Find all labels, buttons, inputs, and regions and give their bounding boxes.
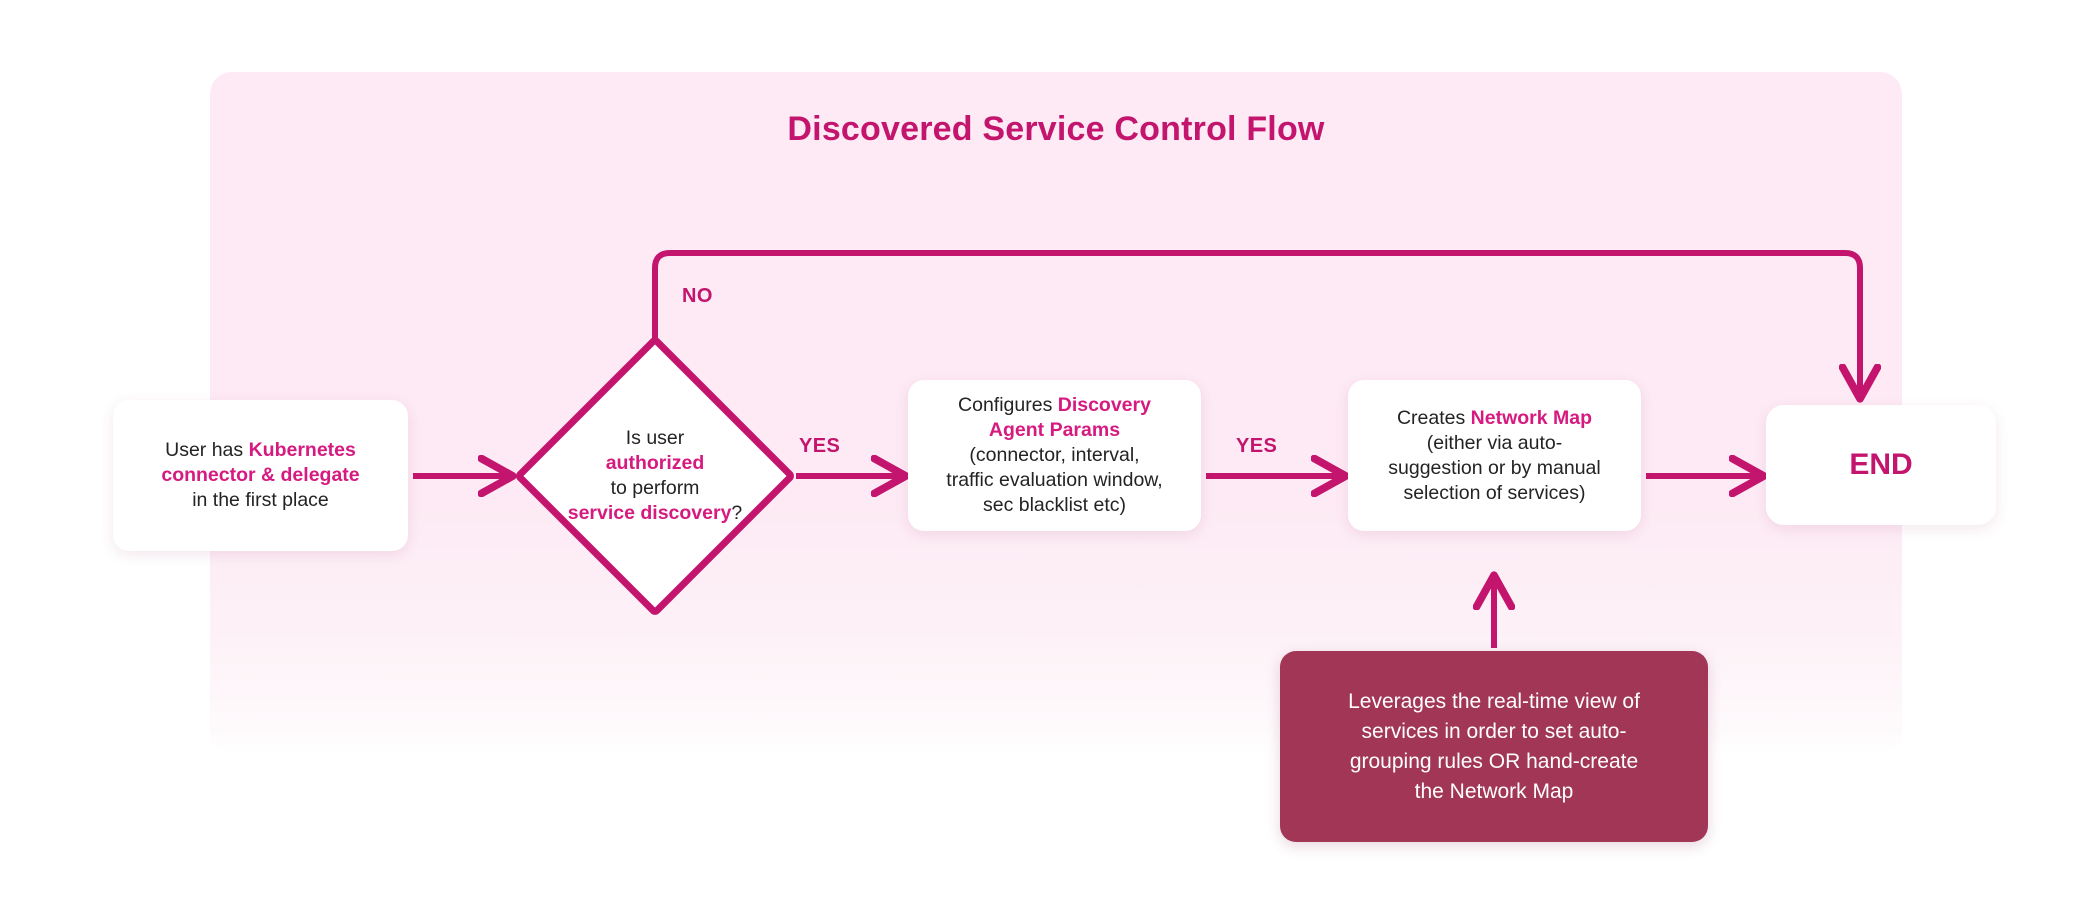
edge-label-yes-params: YES bbox=[1236, 435, 1278, 457]
edge-label-no: NO bbox=[682, 285, 713, 307]
node-end[interactable]: END bbox=[1766, 405, 1996, 525]
page-title: Discovered Service Control Flow bbox=[787, 110, 1325, 148]
node-creates-network-map[interactable]: Creates Network Map(either via auto-sugg… bbox=[1348, 380, 1641, 531]
edge-label-yes-decision: YES bbox=[799, 435, 841, 457]
node-end-label: END bbox=[1849, 448, 1913, 481]
node-netmap-text: Creates Network Map(either via auto-sugg… bbox=[1388, 406, 1601, 504]
